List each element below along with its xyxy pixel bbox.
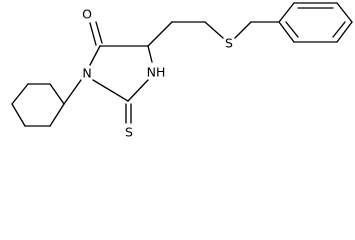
bond-benzene-inner-2 [332, 21, 346, 38]
bond-cyclohexyl-n [63, 79, 82, 105]
bond-carbonyl-a [89, 22, 97, 46]
carbonyl-bond [89, 21, 103, 46]
thione-bond [125, 103, 132, 124]
bond-c5-ch2 [147, 21, 173, 47]
bond-s-ch2 [234, 21, 252, 39]
bond-ch2-s [204, 21, 224, 39]
bond-cyclohexyl-5 [49, 103, 65, 127]
bond-nh-c2 [127, 79, 149, 102]
atom-label-s-thioether: S [225, 36, 233, 51]
bond-benzene-4 [336, 21, 353, 43]
atom-label-nh: NH [147, 65, 166, 80]
bond-carbonyl-b [95, 21, 103, 44]
bond-benzene-6 [278, 21, 295, 43]
bond-cyclohexyl-3 [11, 103, 26, 127]
imidazolidine-ring [89, 45, 153, 102]
benzene-ring [278, 2, 353, 43]
bond-benzene-3 [336, 2, 353, 23]
thioether-chain [147, 21, 280, 47]
cyclohexyl-ring [11, 83, 65, 127]
bond-c5-nh [147, 45, 153, 63]
atom-label-n: N [82, 66, 91, 81]
bond-cyclohexyl-2 [11, 83, 29, 105]
atom-label-o: O [82, 7, 92, 22]
bond-benzene-1 [278, 2, 295, 23]
bond-cyclohexyl-6 [49, 83, 65, 105]
bond-benzene-inner-3 [285, 21, 299, 38]
chemical-structure: O N NH S S [11, 2, 353, 140]
bond-c2-n1 [92, 79, 129, 102]
atom-label-s-thione: S [125, 125, 133, 140]
bond-n1-c4 [89, 45, 101, 66]
